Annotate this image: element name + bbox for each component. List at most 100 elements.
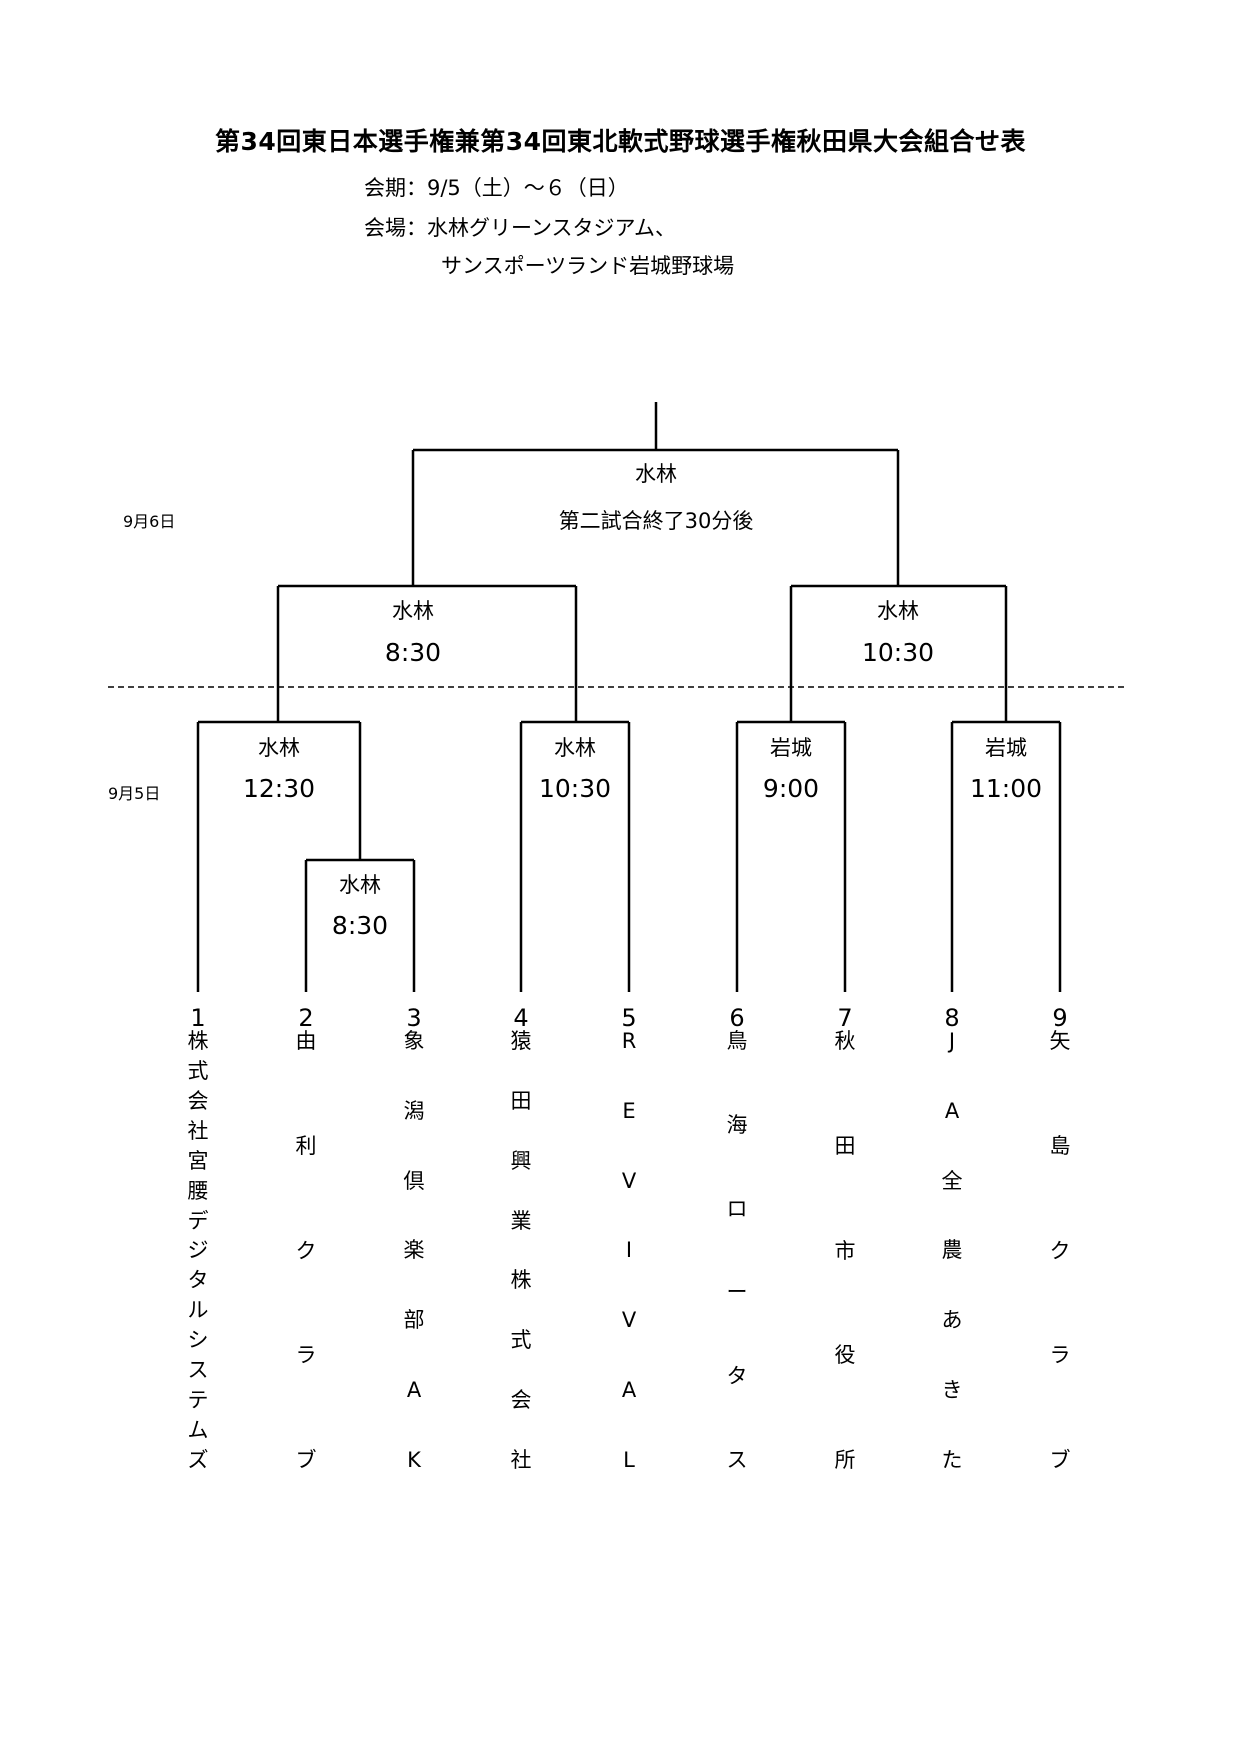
prelim-venue: 水林 bbox=[339, 873, 381, 897]
team-name-char: 会 bbox=[510, 1388, 532, 1413]
team-name-char: ク bbox=[1049, 1238, 1071, 1263]
team-entry: 6 鳥海ロータス bbox=[707, 1005, 767, 1475]
team-name-char: テ bbox=[187, 1388, 209, 1413]
team-name-char: 鳥 bbox=[726, 1029, 748, 1053]
team-name: 秋田市役所 bbox=[815, 1031, 875, 1471]
team-entry: 9 矢島クラブ bbox=[1030, 1005, 1090, 1475]
team-name-char: ル bbox=[187, 1298, 209, 1323]
team-name-char: 島 bbox=[1049, 1133, 1071, 1158]
team-name-char: 式 bbox=[187, 1058, 209, 1083]
team-name-char: 象 bbox=[403, 1029, 425, 1053]
date-label-day2: 9月6日 bbox=[123, 512, 176, 531]
team-name-char: A bbox=[406, 1378, 422, 1403]
team-name: 鳥海ロータス bbox=[707, 1031, 767, 1471]
team-name-char: 興 bbox=[510, 1148, 532, 1173]
round1-d-venue: 岩城 bbox=[985, 736, 1027, 760]
team-name: 由利クラブ bbox=[276, 1031, 336, 1471]
team-entry: 7 秋田市役所 bbox=[815, 1005, 875, 1475]
round1-b-venue: 水林 bbox=[554, 736, 596, 760]
team-number: 2 bbox=[298, 1004, 314, 1032]
team-name-char: 社 bbox=[510, 1447, 532, 1472]
team-name-char: 猿 bbox=[510, 1029, 532, 1053]
team-name-char: V bbox=[621, 1308, 637, 1333]
round1-b-time: 10:30 bbox=[538, 774, 612, 803]
team-number: 9 bbox=[1052, 1004, 1068, 1032]
team-name-char: あ bbox=[941, 1308, 963, 1333]
date-label-day1: 9月5日 bbox=[108, 784, 161, 803]
round1-c-venue: 岩城 bbox=[770, 736, 812, 760]
team-name: 株式会社宮腰デジタルシステムズ bbox=[168, 1031, 228, 1471]
team-name-char: 倶 bbox=[403, 1168, 425, 1193]
team-number: 8 bbox=[944, 1004, 960, 1032]
team-name-char: 株 bbox=[510, 1268, 532, 1293]
team-name-char: ク bbox=[295, 1238, 317, 1263]
venue-text-2: サンスポーツランド岩城野球場 bbox=[441, 254, 735, 278]
team-name-char: 宮 bbox=[187, 1148, 209, 1173]
team-name-char: K bbox=[407, 1447, 421, 1472]
team-name-char: 業 bbox=[510, 1208, 532, 1233]
team-name-char: 楽 bbox=[403, 1238, 425, 1263]
team-name-char: E bbox=[622, 1098, 636, 1123]
team-name-char: L bbox=[623, 1447, 635, 1472]
final-venue: 水林 bbox=[635, 462, 677, 486]
team-number: 7 bbox=[837, 1004, 853, 1032]
round1-d-time: 11:00 bbox=[969, 774, 1043, 803]
team-name-char: A bbox=[621, 1378, 637, 1403]
team-name-char: た bbox=[941, 1447, 963, 1472]
team-name-char: 式 bbox=[510, 1328, 532, 1353]
final-time: 第二試合終了30分後 bbox=[558, 509, 754, 533]
team-name-char: デ bbox=[187, 1208, 209, 1233]
round1-c-time: 9:00 bbox=[762, 774, 820, 803]
team-name-char: 会 bbox=[187, 1088, 209, 1113]
team-number: 4 bbox=[513, 1004, 529, 1032]
team-name-char: 由 bbox=[295, 1029, 317, 1053]
round1-a-time: 12:30 bbox=[242, 774, 316, 803]
team-name-char: 株 bbox=[187, 1029, 209, 1053]
team-name-char: ム bbox=[187, 1417, 209, 1442]
team-number: 3 bbox=[406, 1004, 422, 1032]
period-text: 会期：9/5（土）～６（日） bbox=[364, 176, 629, 200]
team-entry: 2 由利クラブ bbox=[276, 1005, 336, 1475]
semi-2-time: 10:30 bbox=[861, 638, 935, 667]
team-name-char: 田 bbox=[834, 1133, 856, 1158]
semi-1-time: 8:30 bbox=[384, 638, 442, 667]
team-entry: 4 猿田興業株式会社 bbox=[491, 1005, 551, 1475]
team-name-char: ロ bbox=[726, 1196, 748, 1221]
team-name-char: 所 bbox=[834, 1448, 856, 1472]
team-name-char: ブ bbox=[1049, 1448, 1071, 1472]
team-name: 猿田興業株式会社 bbox=[491, 1031, 551, 1471]
page-title: 第34回東日本選手権兼第34回東北軟式野球選手権秋田県大会組合せ表 bbox=[214, 127, 1027, 156]
prelim-time: 8:30 bbox=[331, 911, 389, 940]
team-name-char: J bbox=[948, 1029, 956, 1053]
team-name-char: ス bbox=[187, 1358, 209, 1383]
team-name-char: タ bbox=[187, 1268, 209, 1293]
team-name-char: タ bbox=[726, 1364, 748, 1389]
team-entry: 1 株式会社宮腰デジタルシステムズ bbox=[168, 1005, 228, 1475]
team-name-char: 海 bbox=[726, 1112, 748, 1137]
team-name-char: 潟 bbox=[403, 1098, 425, 1123]
team-name: 矢島クラブ bbox=[1030, 1031, 1090, 1471]
team-entry: 3 象潟倶楽部 A K bbox=[384, 1005, 444, 1475]
team-name-char: ー bbox=[726, 1280, 748, 1305]
team-name-char: ジ bbox=[187, 1238, 209, 1263]
venue-text: 会場：水林グリーンスタジアム、 bbox=[364, 216, 677, 240]
team-name-char: 役 bbox=[834, 1343, 856, 1368]
team-name-char: 社 bbox=[187, 1118, 209, 1143]
team-name-char: 秋 bbox=[834, 1029, 856, 1053]
round1-a-venue: 水林 bbox=[258, 736, 300, 760]
team-name-char: 農 bbox=[941, 1238, 963, 1263]
team-name-char: シ bbox=[187, 1328, 209, 1353]
team-name-char: 部 bbox=[403, 1308, 425, 1333]
team-name-char: V bbox=[621, 1168, 637, 1193]
team-number: 6 bbox=[729, 1004, 745, 1032]
semi-1-venue: 水林 bbox=[392, 599, 434, 623]
team-number: 1 bbox=[190, 1004, 206, 1032]
team-name-char: 市 bbox=[834, 1238, 856, 1263]
team-name-char: 腰 bbox=[187, 1178, 209, 1203]
team-name-char: き bbox=[941, 1378, 963, 1403]
team-name-char: R bbox=[621, 1029, 637, 1053]
semi-2-venue: 水林 bbox=[877, 599, 919, 623]
